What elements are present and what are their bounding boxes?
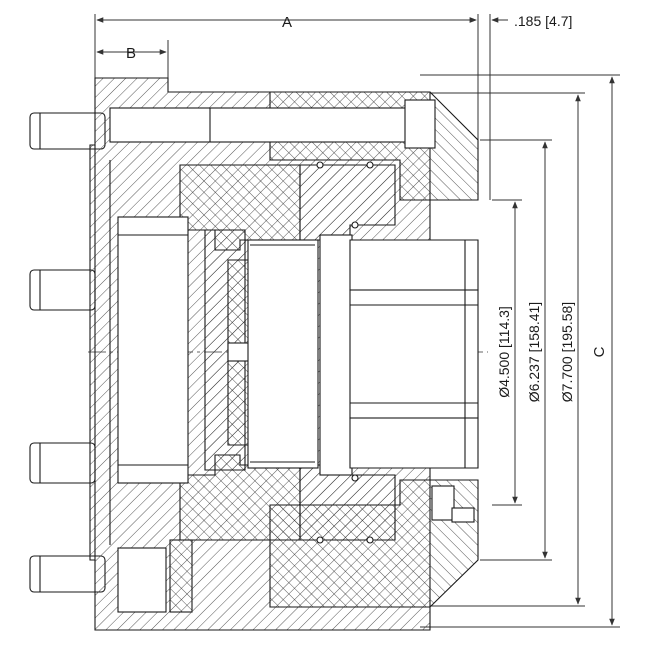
- dim-b-label: B: [126, 45, 136, 62]
- dim-d1-label: Ø4.500 [114.3]: [496, 306, 512, 398]
- seal-group: [316, 161, 374, 544]
- dim-c-label: C: [591, 346, 608, 357]
- dim-d3-label: Ø7.700 [195.58]: [559, 302, 575, 402]
- dim-a-label: A: [282, 14, 292, 31]
- dim-offset-label: .185 [4.7]: [514, 13, 572, 29]
- part-geometry: [29, 77, 479, 631]
- dim-d2-label: Ø6.237 [158.41]: [526, 302, 542, 402]
